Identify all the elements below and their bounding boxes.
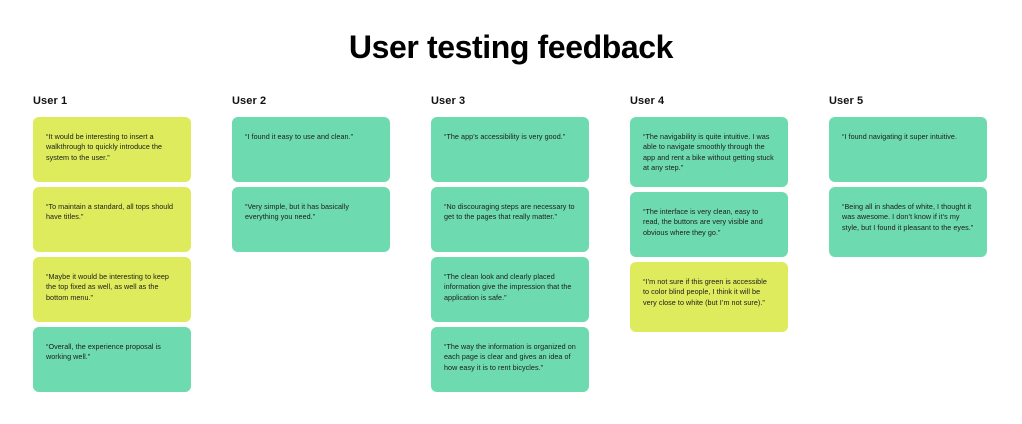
feedback-card-text: “Maybe it would be interesting to keep t… bbox=[46, 272, 169, 302]
feedback-card[interactable]: “The way the information is organized on… bbox=[431, 327, 589, 392]
feedback-card-text: “The interface is very clean, easy to re… bbox=[643, 207, 763, 237]
feedback-card-text: “Being all in shades of white, I thought… bbox=[842, 202, 974, 232]
feedback-card-text: “Very simple, but it has basically every… bbox=[245, 202, 349, 222]
feedback-card-text: “No discouraging steps are necessary to … bbox=[444, 202, 575, 222]
feedback-card-text: “I found it easy to use and clean.” bbox=[245, 132, 354, 141]
column-header: User 3 bbox=[431, 95, 466, 107]
user-column-3: User 3 “The app’s accessibility is very g… bbox=[431, 95, 589, 397]
feedback-card[interactable]: “Very simple, but it has basically every… bbox=[232, 187, 390, 252]
user-column-1: User 1 “It would be interesting to insert… bbox=[33, 95, 191, 397]
feedback-card[interactable]: “I’m not sure if this green is accessibl… bbox=[630, 262, 788, 332]
column-header: User 5 bbox=[829, 95, 864, 107]
page-title: User testing feedback bbox=[348, 29, 674, 65]
feedback-card[interactable]: “Maybe it would be interesting to keep t… bbox=[33, 257, 191, 322]
feedback-card-text: “To maintain a standard, all tops should… bbox=[46, 202, 174, 222]
feedback-card[interactable]: “No discouraging steps are necessary to … bbox=[431, 187, 589, 252]
feedback-card[interactable]: “It would be interesting to insert a wal… bbox=[33, 117, 191, 182]
column-header: User 4 bbox=[630, 95, 665, 107]
feedback-card-text: “The app’s accessibility is very good.” bbox=[444, 132, 566, 141]
feedback-card-text: “The navigability is quite intuitive. I … bbox=[643, 132, 774, 173]
feedback-card[interactable]: “I found it easy to use and clean.” bbox=[232, 117, 390, 182]
feedback-card-text: “It would be interesting to insert a wal… bbox=[46, 132, 163, 162]
feedback-card-text: “The way the information is organized on… bbox=[444, 342, 576, 372]
user-column-5: User 5 “I found navigating it super intui… bbox=[829, 95, 987, 397]
user-column-2: User 2 “I found it easy to use and clean.… bbox=[232, 95, 390, 397]
feedback-card-text: “The clean look and clearly placed infor… bbox=[444, 272, 572, 302]
feedback-card[interactable]: “I found navigating it super intuitive. bbox=[829, 117, 987, 182]
feedback-card-text: “I’m not sure if this green is accessibl… bbox=[643, 277, 767, 307]
feedback-card[interactable]: “The navigability is quite intuitive. I … bbox=[630, 117, 788, 187]
column-header: User 1 bbox=[33, 95, 68, 107]
feedback-card[interactable]: “Overall, the experience proposal is wor… bbox=[33, 327, 191, 392]
feedback-card-text: “I found navigating it super intuitive. bbox=[842, 132, 958, 141]
feedback-card[interactable]: “To maintain a standard, all tops should… bbox=[33, 187, 191, 252]
column-header: User 2 bbox=[232, 95, 267, 107]
user-columns: User 1 “It would be interesting to insert… bbox=[33, 95, 989, 397]
feedback-card[interactable]: “The clean look and clearly placed infor… bbox=[431, 257, 589, 322]
feedback-card[interactable]: “The app’s accessibility is very good.” bbox=[431, 117, 589, 182]
feedback-card[interactable]: “The interface is very clean, easy to re… bbox=[630, 192, 788, 257]
user-column-4: User 4 “The navigability is quite intuiti… bbox=[630, 95, 788, 397]
feedback-card[interactable]: “Being all in shades of white, I thought… bbox=[829, 187, 987, 257]
feedback-card-text: “Overall, the experience proposal is wor… bbox=[46, 342, 161, 362]
